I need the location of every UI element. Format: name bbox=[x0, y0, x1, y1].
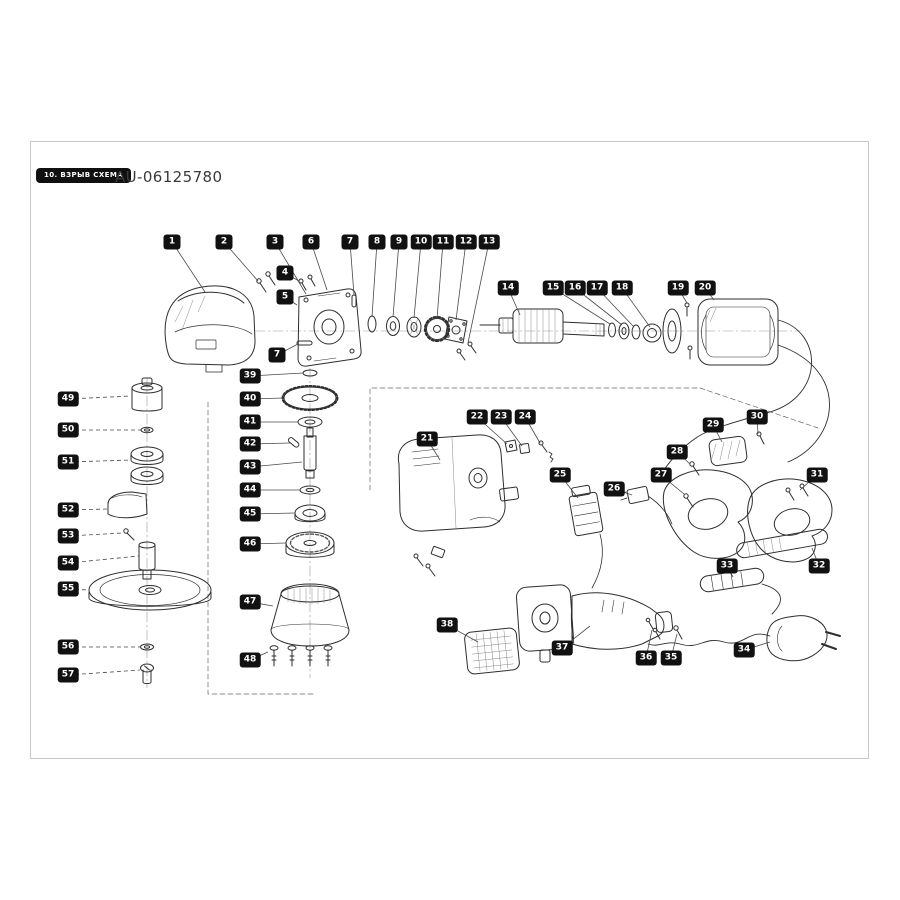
model-number: AU-06125780 bbox=[115, 168, 223, 186]
sheet-title-badge: 10. ВЗРЫВ СХЕМА bbox=[36, 168, 132, 183]
leader-lines bbox=[67, 241, 820, 676]
page-border bbox=[30, 141, 869, 759]
